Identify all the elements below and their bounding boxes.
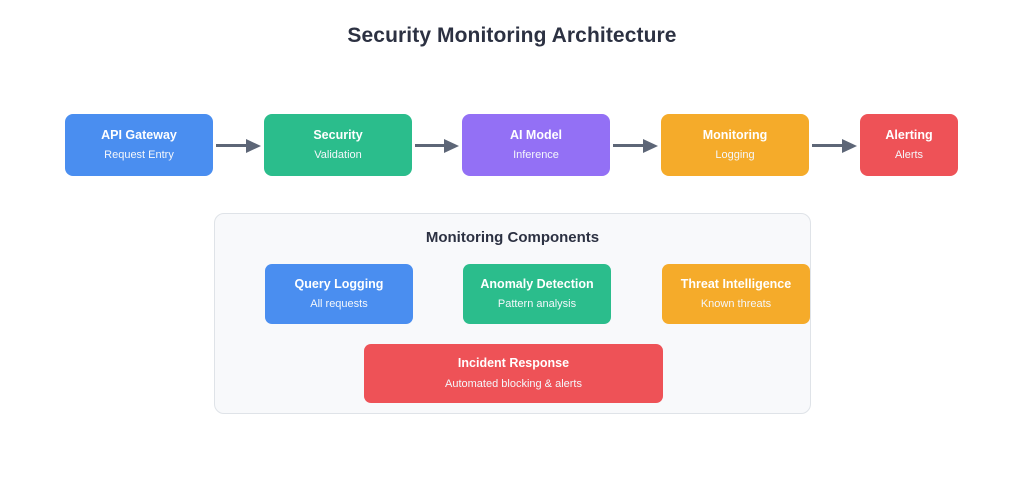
pipeline-node-ai-model[interactable]: AI Model Inference	[462, 114, 610, 176]
pipeline-node-title: AI Model	[509, 127, 563, 142]
pipeline-node-subtitle: Logging	[715, 149, 755, 162]
pipeline-flow: API Gateway Request Entry Security Valid…	[0, 114, 1024, 178]
flow-arrow-icon	[415, 139, 459, 153]
pipeline-node-security[interactable]: Security Validation	[264, 114, 412, 176]
component-subtitle: Known threats	[700, 298, 772, 311]
pipeline-node-subtitle: Inference	[513, 149, 559, 162]
flow-arrow-icon	[812, 139, 857, 153]
pipeline-node-title: API Gateway	[101, 127, 177, 142]
panel-title: Monitoring Components	[425, 229, 600, 246]
pipeline-node-title: Security	[313, 127, 363, 142]
component-incident-response[interactable]: Incident Response Automated blocking & a…	[364, 344, 663, 403]
pipeline-node-subtitle: Validation	[314, 149, 362, 162]
component-subtitle: Pattern analysis	[497, 298, 577, 311]
pipeline-node-alerting[interactable]: Alerting Alerts	[860, 114, 958, 176]
component-subtitle: All requests	[310, 298, 368, 311]
component-threat-intelligence[interactable]: Threat Intelligence Known threats	[662, 264, 810, 324]
monitoring-components-panel: Monitoring Components Query Logging All …	[214, 213, 811, 414]
pipeline-node-api-gateway[interactable]: API Gateway Request Entry	[65, 114, 213, 176]
flow-arrow-icon	[216, 139, 261, 153]
flow-arrow-icon	[613, 139, 658, 153]
pipeline-node-title: Monitoring	[702, 127, 768, 142]
pipeline-node-subtitle: Alerts	[894, 149, 924, 162]
component-title: Anomaly Detection	[480, 276, 594, 291]
pipeline-node-subtitle: Request Entry	[104, 149, 174, 162]
component-subtitle: Automated blocking & alerts	[445, 377, 582, 390]
page-title: Security Monitoring Architecture	[347, 24, 677, 47]
component-query-logging[interactable]: Query Logging All requests	[265, 264, 413, 324]
component-title: Incident Response	[457, 356, 570, 371]
component-title: Query Logging	[294, 276, 384, 291]
pipeline-node-title: Alerting	[885, 127, 933, 142]
component-anomaly-detection[interactable]: Anomaly Detection Pattern analysis	[463, 264, 611, 324]
pipeline-node-monitoring[interactable]: Monitoring Logging	[661, 114, 809, 176]
component-title: Threat Intelligence	[680, 276, 792, 291]
